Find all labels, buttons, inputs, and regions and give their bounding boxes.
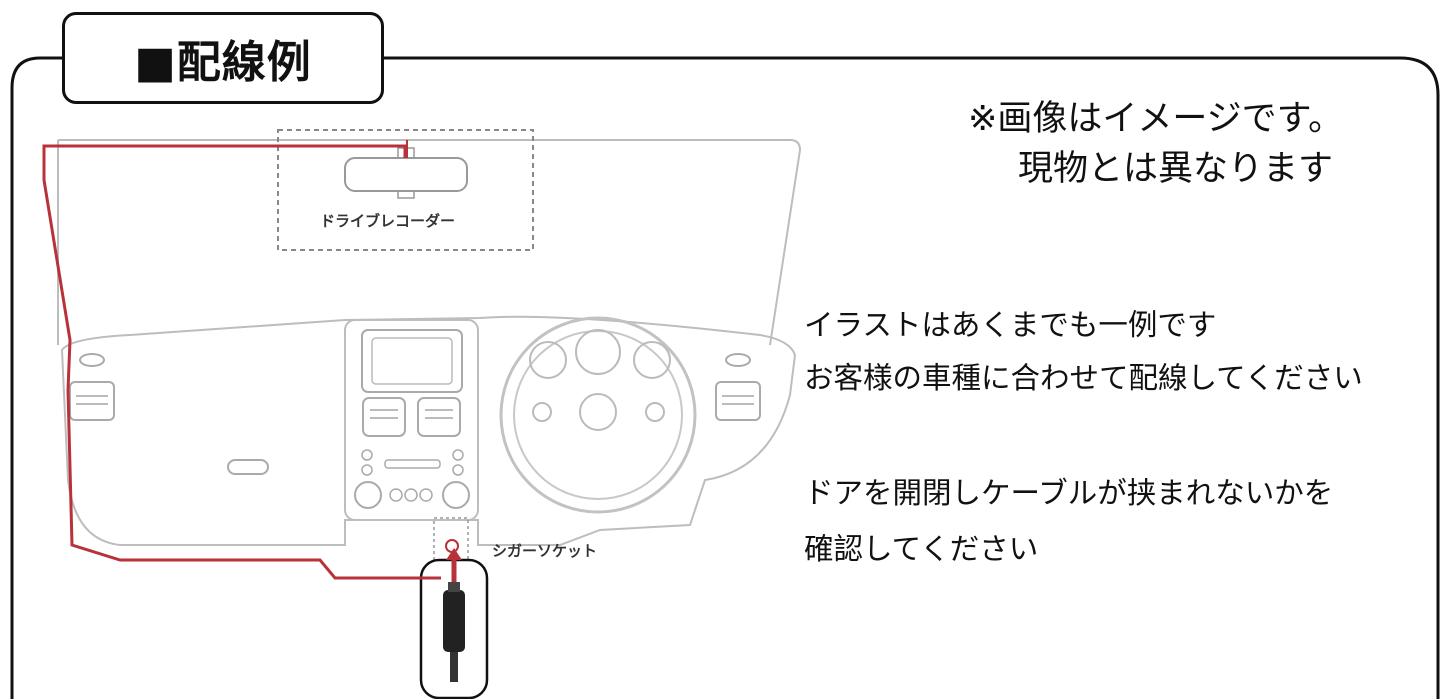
plug-icon [443, 590, 465, 652]
instruction-line-3: ドアを開閉しケーブルが挟まれないかを [804, 476, 1334, 510]
image-note-sub: 現物とは異なります [1018, 149, 1334, 189]
navigation-screen [361, 329, 463, 393]
center-console [344, 319, 479, 521]
instruction-line-2: お客様の車種に合わせて配線してください [804, 361, 1363, 395]
dashboard-outline [60, 315, 797, 546]
cigarette-socket [445, 539, 459, 553]
cable-route [42, 144, 441, 580]
instruction-line-4: 確認してください [804, 532, 1039, 566]
dashcam-area [277, 129, 534, 251]
right-vent [715, 381, 761, 421]
instruction-line-1: イラストはあくまでも一例です [804, 308, 1217, 342]
windshield-outline [57, 139, 802, 346]
steering-wheel [499, 316, 697, 514]
section-title: ■配線例 [62, 12, 384, 104]
dashcam-icon [344, 157, 468, 192]
socket-area [433, 517, 469, 563]
dashcam-label: ドライブレコーダー [320, 212, 456, 230]
image-note: ※画像はイメージです。 [968, 99, 1344, 139]
socket-label: シガーソケット [492, 542, 598, 560]
outer-frame [10, 56, 1440, 699]
left-vent [69, 381, 115, 421]
